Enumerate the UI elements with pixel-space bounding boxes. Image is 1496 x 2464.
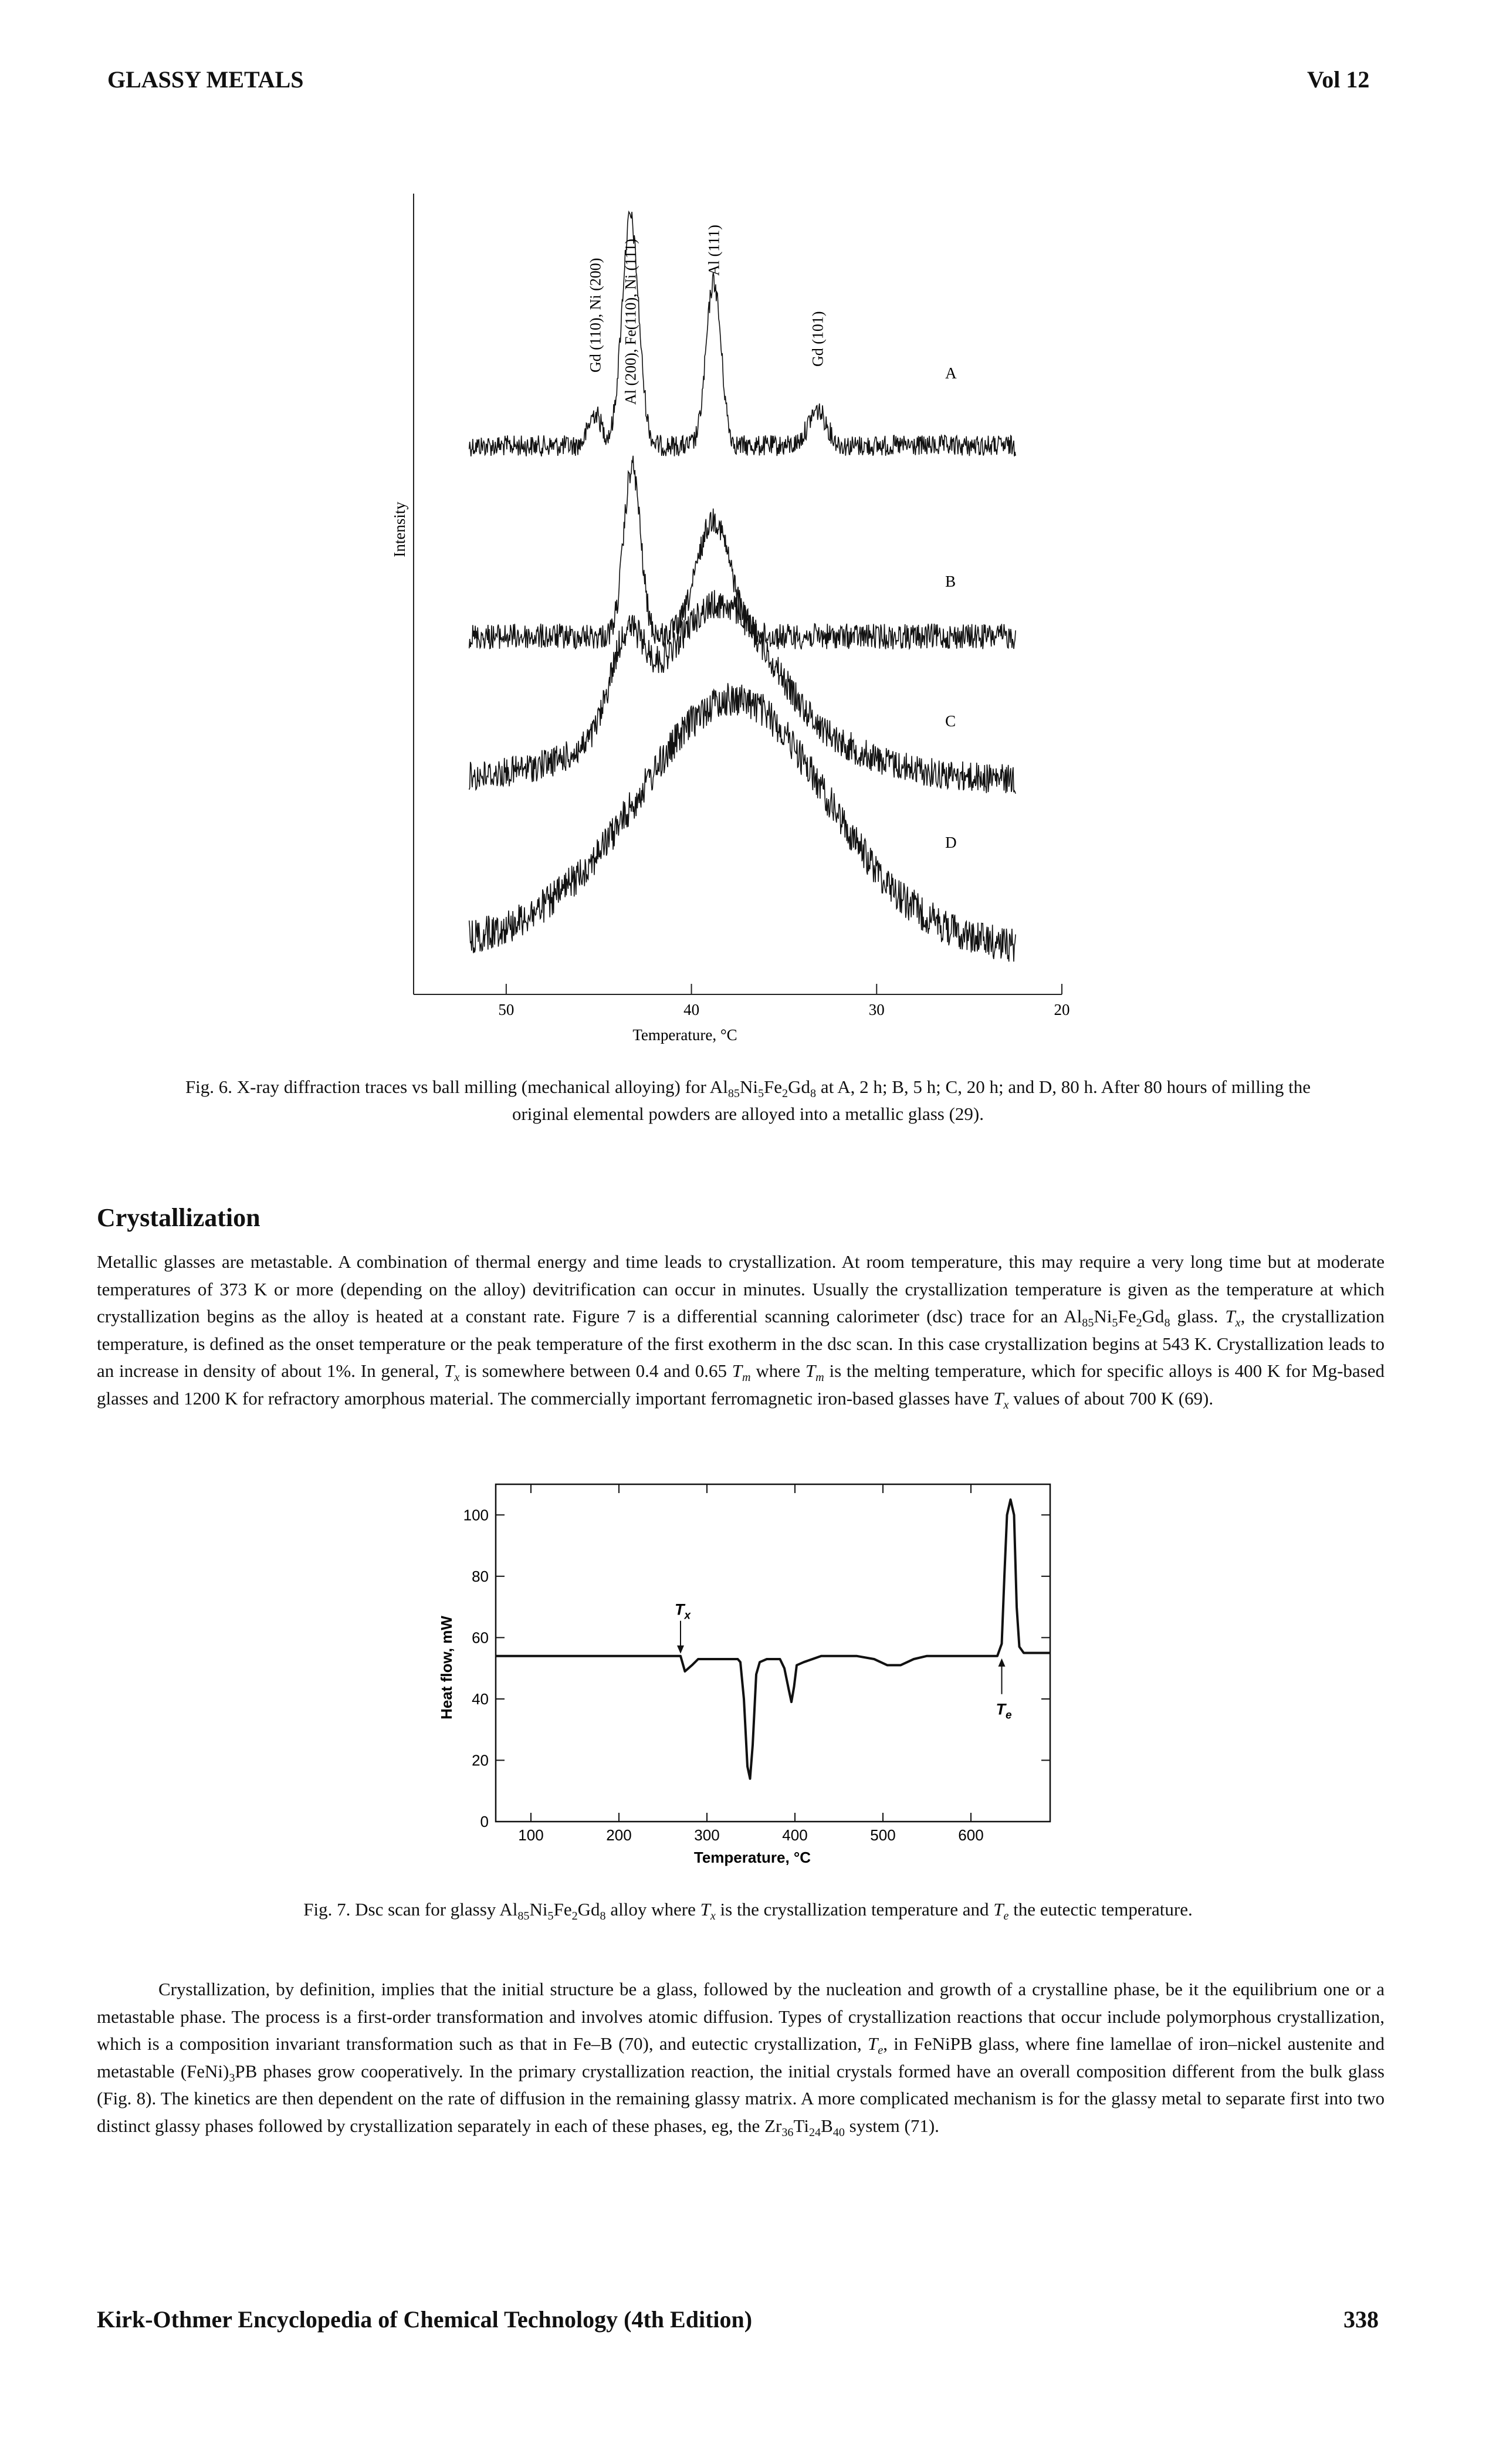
fig6-x-axis-label: Temperature, °C: [632, 1026, 737, 1044]
figure-6-caption-line2: original elemental powders are alloyed i…: [512, 1104, 984, 1124]
fig7-y-tick-label: 60: [472, 1629, 489, 1646]
fig7-tx-arrowhead: [677, 1645, 684, 1654]
fig6-series-label-D: D: [945, 834, 957, 851]
running-footer-page: 338: [1343, 2306, 1379, 2333]
fig7-x-tick-label: 200: [606, 1826, 631, 1844]
fig7-te-arrowhead: [998, 1658, 1006, 1667]
fig7-y-tick-label: 20: [472, 1751, 489, 1769]
fig7-x-tick-label: 100: [518, 1826, 543, 1844]
fig7-x-tick-label: 400: [782, 1826, 807, 1844]
running-footer-book: Kirk-Othmer Encyclopedia of Chemical Tec…: [97, 2306, 753, 2333]
fig7-te-label: Te: [996, 1701, 1013, 1722]
figure-6-caption: Fig. 6. X-ray diffraction traces vs ball…: [88, 1074, 1408, 1128]
fig6-x-tick-label: 20: [1054, 1001, 1070, 1018]
fig7-y-tick-label: 0: [480, 1813, 489, 1830]
figure-7-dsc-chart: 100 200 300 400 500 600 0 20 40 60 80 100Temperatur…: [438, 1483, 1051, 1866]
running-header-title: GLASSY METALS: [107, 66, 304, 93]
fig6-series-label-A: A: [945, 364, 957, 382]
fig6-peak-label: Gd (101): [809, 311, 826, 367]
fig6-x-tick-label: 50: [498, 1001, 514, 1018]
fig6-trace-D: [468, 683, 1016, 962]
fig6-labels: Gd (110), Ni (200) Al (200), Fe(110), Ni …: [587, 225, 957, 851]
fig7-axes: 100 200 300 400 500 600 0 20 40 60 80 100Temperatur…: [438, 1483, 1051, 1866]
fig7-y-axis-label: Heat flow, mW: [438, 1616, 455, 1720]
section-title-crystallization: Crystallization: [97, 1203, 260, 1232]
fig6-trace-B: [468, 455, 1016, 651]
fig6-peak-label: Gd (110), Ni (200): [587, 258, 604, 373]
fig7-trace: [496, 1498, 1050, 1780]
fig7-tx-label: Tx: [675, 1601, 692, 1622]
paragraph-1: Metallic glasses are metastable. A combi…: [97, 1251, 1385, 1412]
fig7-y-tick-label: 80: [472, 1568, 489, 1585]
fig7-y-tick-label: 100: [463, 1506, 489, 1524]
fig6-traces: [468, 210, 1016, 962]
paragraph-2: Crystallization, by definition, implies …: [97, 1979, 1385, 2139]
figure-6-caption-line1: Fig. 6. X-ray diffraction traces vs ball…: [185, 1077, 1311, 1101]
fig6-trace-A: [468, 210, 1016, 457]
fig6-x-tick-label: 30: [869, 1001, 885, 1018]
fig6-x-tick-label: 40: [683, 1001, 699, 1018]
fig7-x-axis-label: Temperature, °C: [694, 1849, 811, 1866]
fig6-peak-label: Al (111): [705, 225, 722, 276]
fig6-trace-C: [468, 590, 1016, 794]
running-header-volume: Vol 12: [1307, 66, 1370, 93]
fig6-y-axis-label: Intensity: [391, 502, 408, 557]
fig6-peak-label: Al (200), Fe(110), Ni (111): [622, 239, 639, 405]
fig7-heat-flow-trace: [496, 1498, 1050, 1780]
fig6-series-label-B: B: [945, 573, 956, 590]
fig7-x-tick-label: 600: [958, 1826, 983, 1844]
fig6-series-label-C: C: [945, 712, 956, 730]
fig7-x-tick-label: 500: [870, 1826, 895, 1844]
figure-7-caption: Fig. 7. Dsc scan for glassy Al85Ni5Fe2Gd…: [303, 1899, 1193, 1923]
fig7-x-tick-label: 300: [694, 1826, 719, 1844]
fig7-frame: [495, 1483, 1051, 1823]
fig7-y-tick-label: 40: [472, 1690, 489, 1708]
